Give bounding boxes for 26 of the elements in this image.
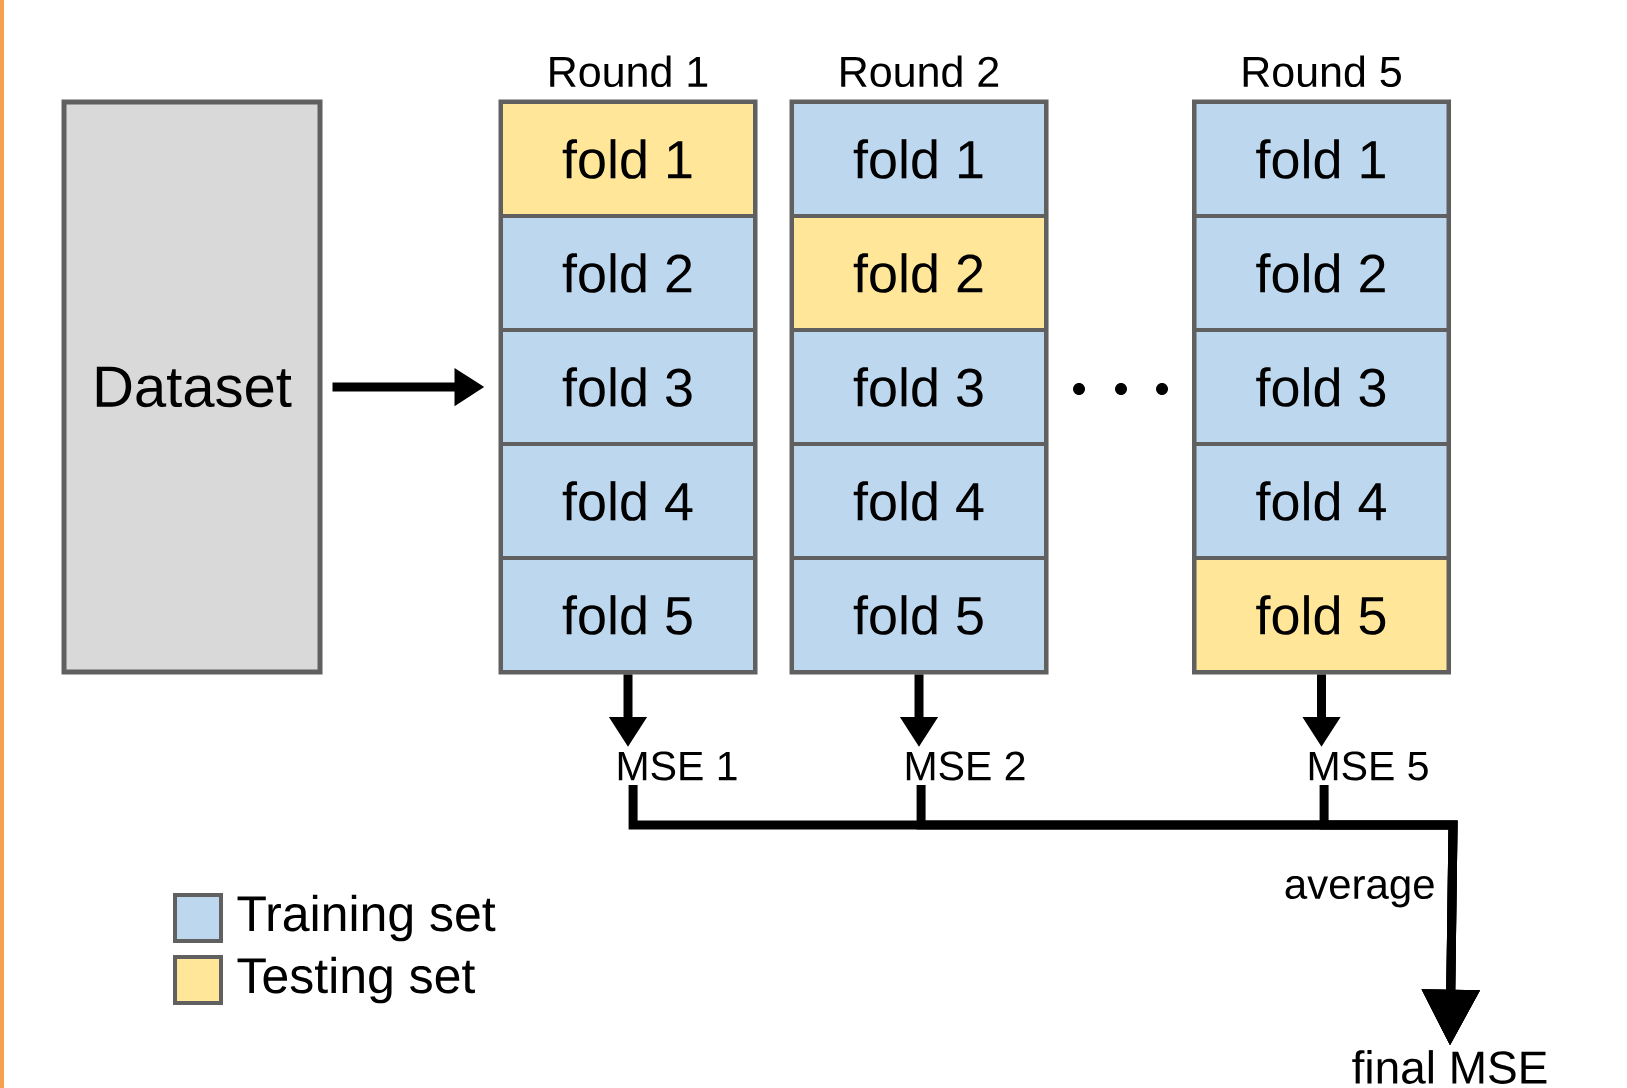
- fold-box: fold 5: [1192, 556, 1451, 674]
- fold-box: fold 4: [1192, 442, 1451, 560]
- fold-box: fold 4: [790, 442, 1048, 560]
- fold-box: fold 1: [790, 100, 1048, 218]
- legend-label: Testing set: [237, 956, 475, 1004]
- fold-box: fold 1: [1192, 100, 1451, 218]
- fold-box: fold 2: [790, 214, 1048, 332]
- node-label: Round 5: [1243, 55, 1401, 88]
- result-label: MSE 2: [906, 751, 1025, 781]
- fold-box: fold 3: [790, 328, 1048, 446]
- dataset-box: Dataset: [61, 99, 323, 675]
- node-label: Round 1: [550, 55, 708, 88]
- fold-box: fold 1: [499, 100, 757, 218]
- fold-box: fold 2: [499, 214, 757, 332]
- fold-box: fold 3: [499, 328, 757, 446]
- result-label: MSE 5: [1309, 751, 1428, 781]
- node-label: Round 2: [841, 55, 999, 88]
- edge-label: average: [1279, 872, 1440, 912]
- fold-box: fold 4: [499, 442, 757, 560]
- result-label: final MSE: [1352, 1050, 1547, 1084]
- fold-box: fold 2: [1192, 214, 1451, 332]
- fold-box: fold 5: [790, 556, 1048, 674]
- fold-box: fold 5: [499, 556, 757, 674]
- fold-box: fold 3: [1192, 328, 1451, 446]
- legend-label: Training set: [237, 894, 496, 942]
- result-label: MSE 1: [618, 751, 737, 781]
